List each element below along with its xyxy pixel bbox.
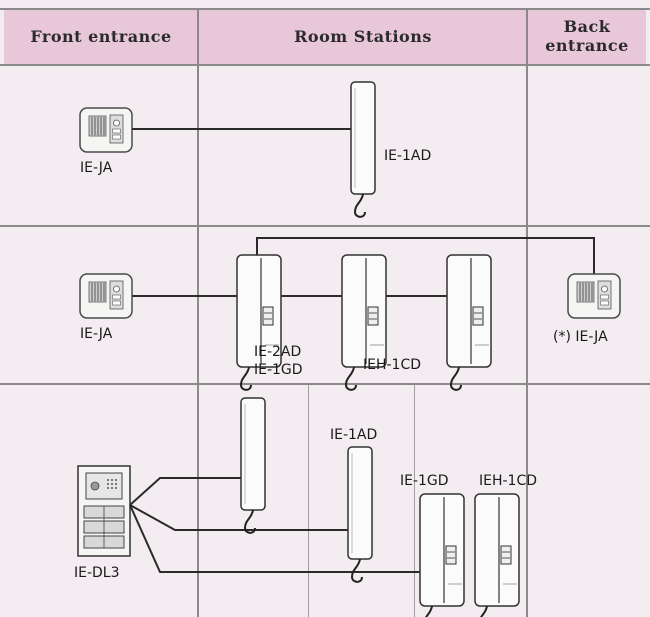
row2-back-wire (256, 237, 595, 274)
label-r1-door: IE-JA (80, 160, 113, 176)
header-room-label: Room Stations (294, 26, 432, 46)
grid-line-top (0, 8, 650, 10)
grid-line-row3-sub2 (414, 385, 415, 617)
label-r2-door: IE-JA (80, 326, 113, 342)
label-r1-handset: IE-1AD (384, 148, 432, 164)
row1-handset (350, 81, 376, 218)
row3-video-door-station (77, 465, 131, 557)
grid-line-row3-sub1 (308, 385, 309, 617)
row1-door-station (79, 107, 133, 153)
header-front-entrance: Front entrance (4, 8, 198, 64)
header-room-stations: Room Stations (199, 8, 527, 64)
grid-line-header-bottom (0, 64, 650, 66)
grid-line-col2 (526, 8, 528, 617)
row3-wires (129, 477, 420, 573)
label-r3-handset-b: IE-1AD (330, 427, 378, 443)
label-r2-back-door: (*) IE-JA (553, 329, 608, 345)
header-back-line2: entrance (545, 36, 629, 55)
header-back-line1: Back (563, 17, 611, 36)
label-r2-handset1-line2: IE-1GD (254, 362, 303, 378)
header-back-entrance: Back entrance (528, 8, 646, 64)
row2-handset-3 (446, 254, 492, 391)
grid-line-col1 (197, 8, 199, 617)
label-r3-handset-c: IE-1GD (400, 473, 449, 489)
grid-line-row2-bottom (0, 383, 650, 385)
row3-handset-a (240, 397, 266, 534)
row2-back-door-station (567, 273, 621, 319)
row3-handset-c (419, 493, 465, 617)
label-r2-handset2: IEH-1CD (363, 357, 422, 373)
row2-door-station (79, 273, 133, 319)
grid-line-row1-bottom (0, 225, 650, 227)
row3-handset-d (474, 493, 520, 617)
label-r3-door: IE-DL3 (74, 565, 120, 581)
header-front-label: Front entrance (30, 26, 172, 46)
label-r3-handset-d: IEH-1CD (479, 473, 538, 489)
label-r2-handset1-line1: IE-2AD (254, 344, 302, 360)
row3-handset-b (347, 446, 373, 583)
